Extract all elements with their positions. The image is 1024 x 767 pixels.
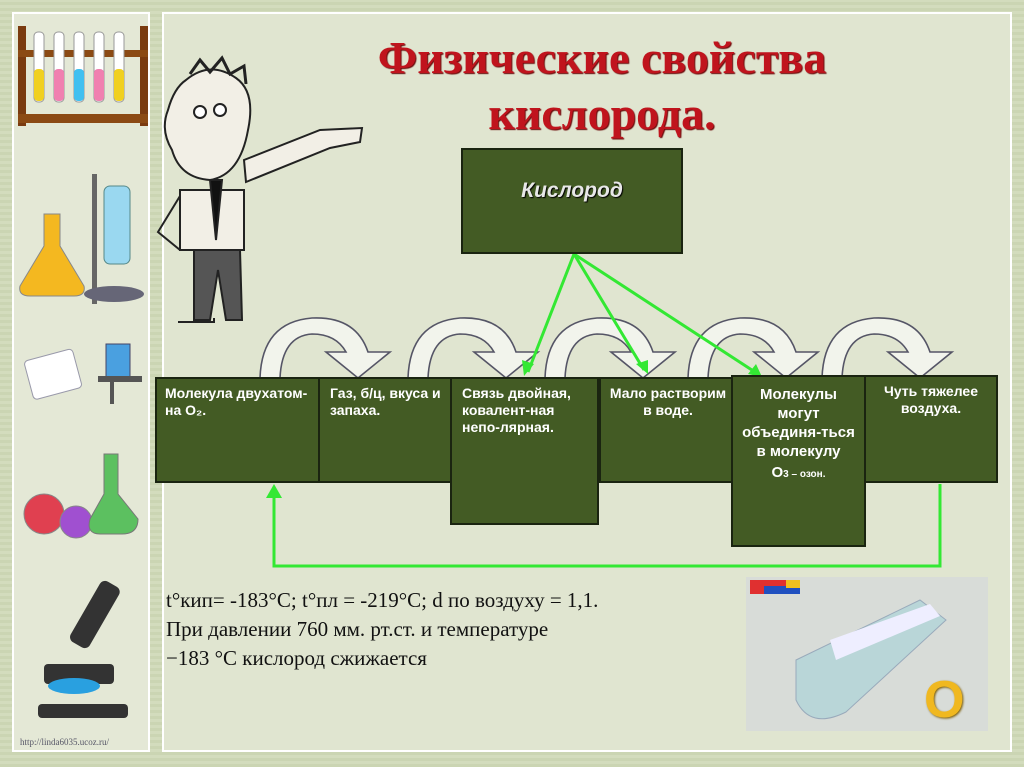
microscope-icon xyxy=(38,580,128,718)
title-line-2: кислорода. xyxy=(488,88,716,139)
info-line-2: При давлении 760 мм. рт.ст. и температур… xyxy=(166,617,549,641)
test-tube-rack-icon xyxy=(18,26,148,126)
green-arrowheads xyxy=(266,360,762,498)
info-line-1: t°кип= -183°С; t°пл = -219°С; d по возду… xyxy=(166,588,599,612)
property-text: Молекулы могут объединя-ться в молекулу xyxy=(742,386,855,460)
property-box-density: Чуть тяжелее воздуха. xyxy=(864,375,998,483)
page-title: Физические свойства кислорода. xyxy=(262,30,942,142)
scientist-figure-icon xyxy=(156,55,364,323)
property-box-molecule: Молекула двухатом-на О₂. xyxy=(155,377,320,483)
property-box-bond: Связь двойная, ковалент-ная непо-лярная. xyxy=(450,377,599,525)
notebook-burner-icon xyxy=(24,343,142,404)
photo-letter-o: O xyxy=(924,671,965,729)
property-text: Мало растворим в воде. xyxy=(609,385,727,418)
property-text: Молекула двухатом-на О₂. xyxy=(165,385,308,418)
green-arrows xyxy=(272,252,942,568)
footer-url: http://linda6035.ucoz.ru/ xyxy=(20,737,109,747)
ozone-subscript: 3 xyxy=(783,469,789,480)
central-label: Кислород xyxy=(521,179,623,202)
lab-equipment-icon xyxy=(18,26,148,718)
sidebar-illustrations xyxy=(12,12,150,752)
property-box-gas: Газ, б/ц, вкуса и запаха. xyxy=(318,377,454,483)
colored-flasks-icon xyxy=(23,453,139,539)
property-box-ozone: Молекулы могут объединя-ться в молекулу … xyxy=(731,375,866,547)
title-line-1: Физические свойства xyxy=(377,32,827,83)
liquid-oxygen-photo xyxy=(746,577,988,731)
info-line-3: −183 °С кислород сжижается xyxy=(166,646,427,670)
property-text: Газ, б/ц, вкуса и запаха. xyxy=(330,385,441,418)
property-text: Связь двойная, ковалент-ная непо-лярная. xyxy=(462,385,571,435)
curved-arrow-icons xyxy=(259,317,955,380)
physical-constants-text: t°кип= -183°С; t°пл = -219°С; d по возду… xyxy=(166,586,746,673)
ozone-note: – озон. xyxy=(788,469,826,480)
property-text: Чуть тяжелее воздуха. xyxy=(884,383,978,416)
ozone-formula: О3 – озон. xyxy=(741,463,856,484)
ozone-letter: О xyxy=(771,464,784,481)
flask-stand-icon xyxy=(19,174,144,304)
central-oxygen-box: Кислород xyxy=(461,148,683,254)
property-box-solubility: Мало растворим в воде. xyxy=(599,377,737,483)
